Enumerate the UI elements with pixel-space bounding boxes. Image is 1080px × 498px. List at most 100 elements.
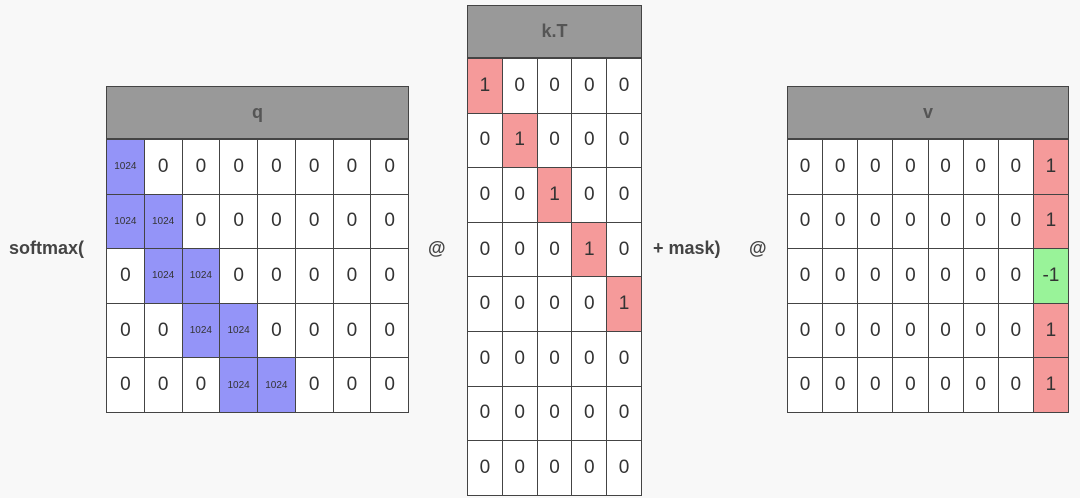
- q-cell: 0: [371, 303, 409, 359]
- q-cell: 0: [333, 249, 372, 304]
- q-cell: 0: [107, 303, 145, 359]
- kT-cell: 1: [572, 222, 608, 278]
- v-cell: 0: [928, 358, 964, 413]
- kT-cell: 0: [468, 168, 503, 223]
- kT-cell: 0: [607, 331, 642, 387]
- q-cell: 1024: [107, 140, 145, 195]
- q-cell: 0: [220, 194, 258, 250]
- q-cell: 1024: [220, 303, 258, 359]
- q-cell: 0: [333, 303, 372, 359]
- q-cell: 1024: [107, 194, 145, 250]
- plus-mask-label: + mask): [653, 238, 721, 258]
- kT-cell: 0: [572, 441, 608, 496]
- kT-cell: 0: [537, 331, 573, 387]
- kT-cell: 1: [607, 277, 642, 332]
- v-cell: 0: [788, 358, 824, 413]
- q-cell: 1024: [182, 249, 221, 304]
- v-cell: 0: [963, 194, 999, 250]
- kT-cell: 1: [502, 113, 538, 169]
- q-cell: 0: [220, 249, 258, 304]
- kT-cell: 0: [607, 441, 642, 496]
- q-cell: 0: [182, 194, 221, 250]
- softmax-open-label: softmax(: [9, 238, 85, 258]
- v-cell: 0: [788, 303, 824, 359]
- v-cell: 0: [823, 194, 859, 250]
- q-cell: 0: [258, 249, 296, 304]
- matrix-q-title: q: [106, 86, 409, 139]
- v-cell: 0: [998, 358, 1034, 413]
- kT-cell: 0: [607, 222, 642, 278]
- v-cell: 0: [893, 249, 929, 304]
- v-cell: 0: [998, 194, 1034, 250]
- kT-cell: 0: [502, 441, 538, 496]
- kT-cell: 0: [502, 386, 538, 442]
- v-cell: 0: [823, 140, 859, 195]
- v-cell: 0: [893, 194, 929, 250]
- q-cell: 0: [220, 140, 258, 195]
- kT-cell: 0: [572, 331, 608, 387]
- v-cell: 0: [998, 303, 1034, 359]
- q-cell: 0: [371, 140, 409, 195]
- v-cell: 0: [928, 194, 964, 250]
- q-cell: 0: [258, 140, 296, 195]
- q-cell: 0: [182, 140, 221, 195]
- v-cell: 0: [858, 303, 894, 359]
- kT-cell: 0: [537, 386, 573, 442]
- v-cell: 0: [788, 140, 824, 195]
- v-cell: 0: [823, 249, 859, 304]
- q-cell: 0: [295, 194, 334, 250]
- v-cell: 0: [963, 249, 999, 304]
- v-cell: 0: [823, 303, 859, 359]
- q-cell: 1024: [144, 194, 183, 250]
- q-cell: 1024: [220, 358, 258, 413]
- q-cell: 0: [333, 194, 372, 250]
- kT-cell: 0: [502, 59, 538, 114]
- q-cell: 0: [295, 303, 334, 359]
- q-cell: 0: [371, 358, 409, 413]
- v-cell: 1: [1033, 303, 1069, 359]
- q-cell: 0: [333, 140, 372, 195]
- q-cell: 0: [258, 303, 296, 359]
- q-cell: 1024: [182, 303, 221, 359]
- q-cell: 0: [144, 358, 183, 413]
- v-cell: 0: [858, 140, 894, 195]
- matmul-operator-2: @: [749, 238, 767, 258]
- q-cell: 0: [371, 194, 409, 250]
- v-cell: 0: [928, 140, 964, 195]
- v-cell: 0: [998, 249, 1034, 304]
- kT-cell: 0: [537, 222, 573, 278]
- v-cell: 0: [823, 358, 859, 413]
- kT-cell: 0: [468, 222, 503, 278]
- v-cell: 0: [963, 358, 999, 413]
- kT-cell: 0: [572, 168, 608, 223]
- kT-cell: 0: [502, 331, 538, 387]
- v-cell: 0: [893, 140, 929, 195]
- kT-cell: 0: [502, 277, 538, 332]
- kT-cell: 0: [607, 168, 642, 223]
- kT-cell: 0: [572, 277, 608, 332]
- kT-cell: 0: [607, 386, 642, 442]
- v-cell: 1: [1033, 358, 1069, 413]
- kT-cell: 0: [572, 113, 608, 169]
- kT-cell: 1: [468, 59, 503, 114]
- v-cell: 0: [788, 249, 824, 304]
- v-cell: 0: [998, 140, 1034, 195]
- q-cell: 0: [107, 358, 145, 413]
- q-cell: 0: [295, 358, 334, 413]
- kT-cell: 0: [468, 331, 503, 387]
- kT-cell: 0: [607, 59, 642, 114]
- v-cell: 0: [858, 194, 894, 250]
- kT-cell: 1: [537, 168, 573, 223]
- q-cell: 0: [107, 249, 145, 304]
- matmul-operator-1: @: [428, 238, 446, 258]
- matrix-v-title: v: [787, 86, 1069, 139]
- q-cell: 0: [371, 249, 409, 304]
- q-cell: 0: [144, 303, 183, 359]
- q-cell: 1024: [144, 249, 183, 304]
- kT-cell: 0: [502, 168, 538, 223]
